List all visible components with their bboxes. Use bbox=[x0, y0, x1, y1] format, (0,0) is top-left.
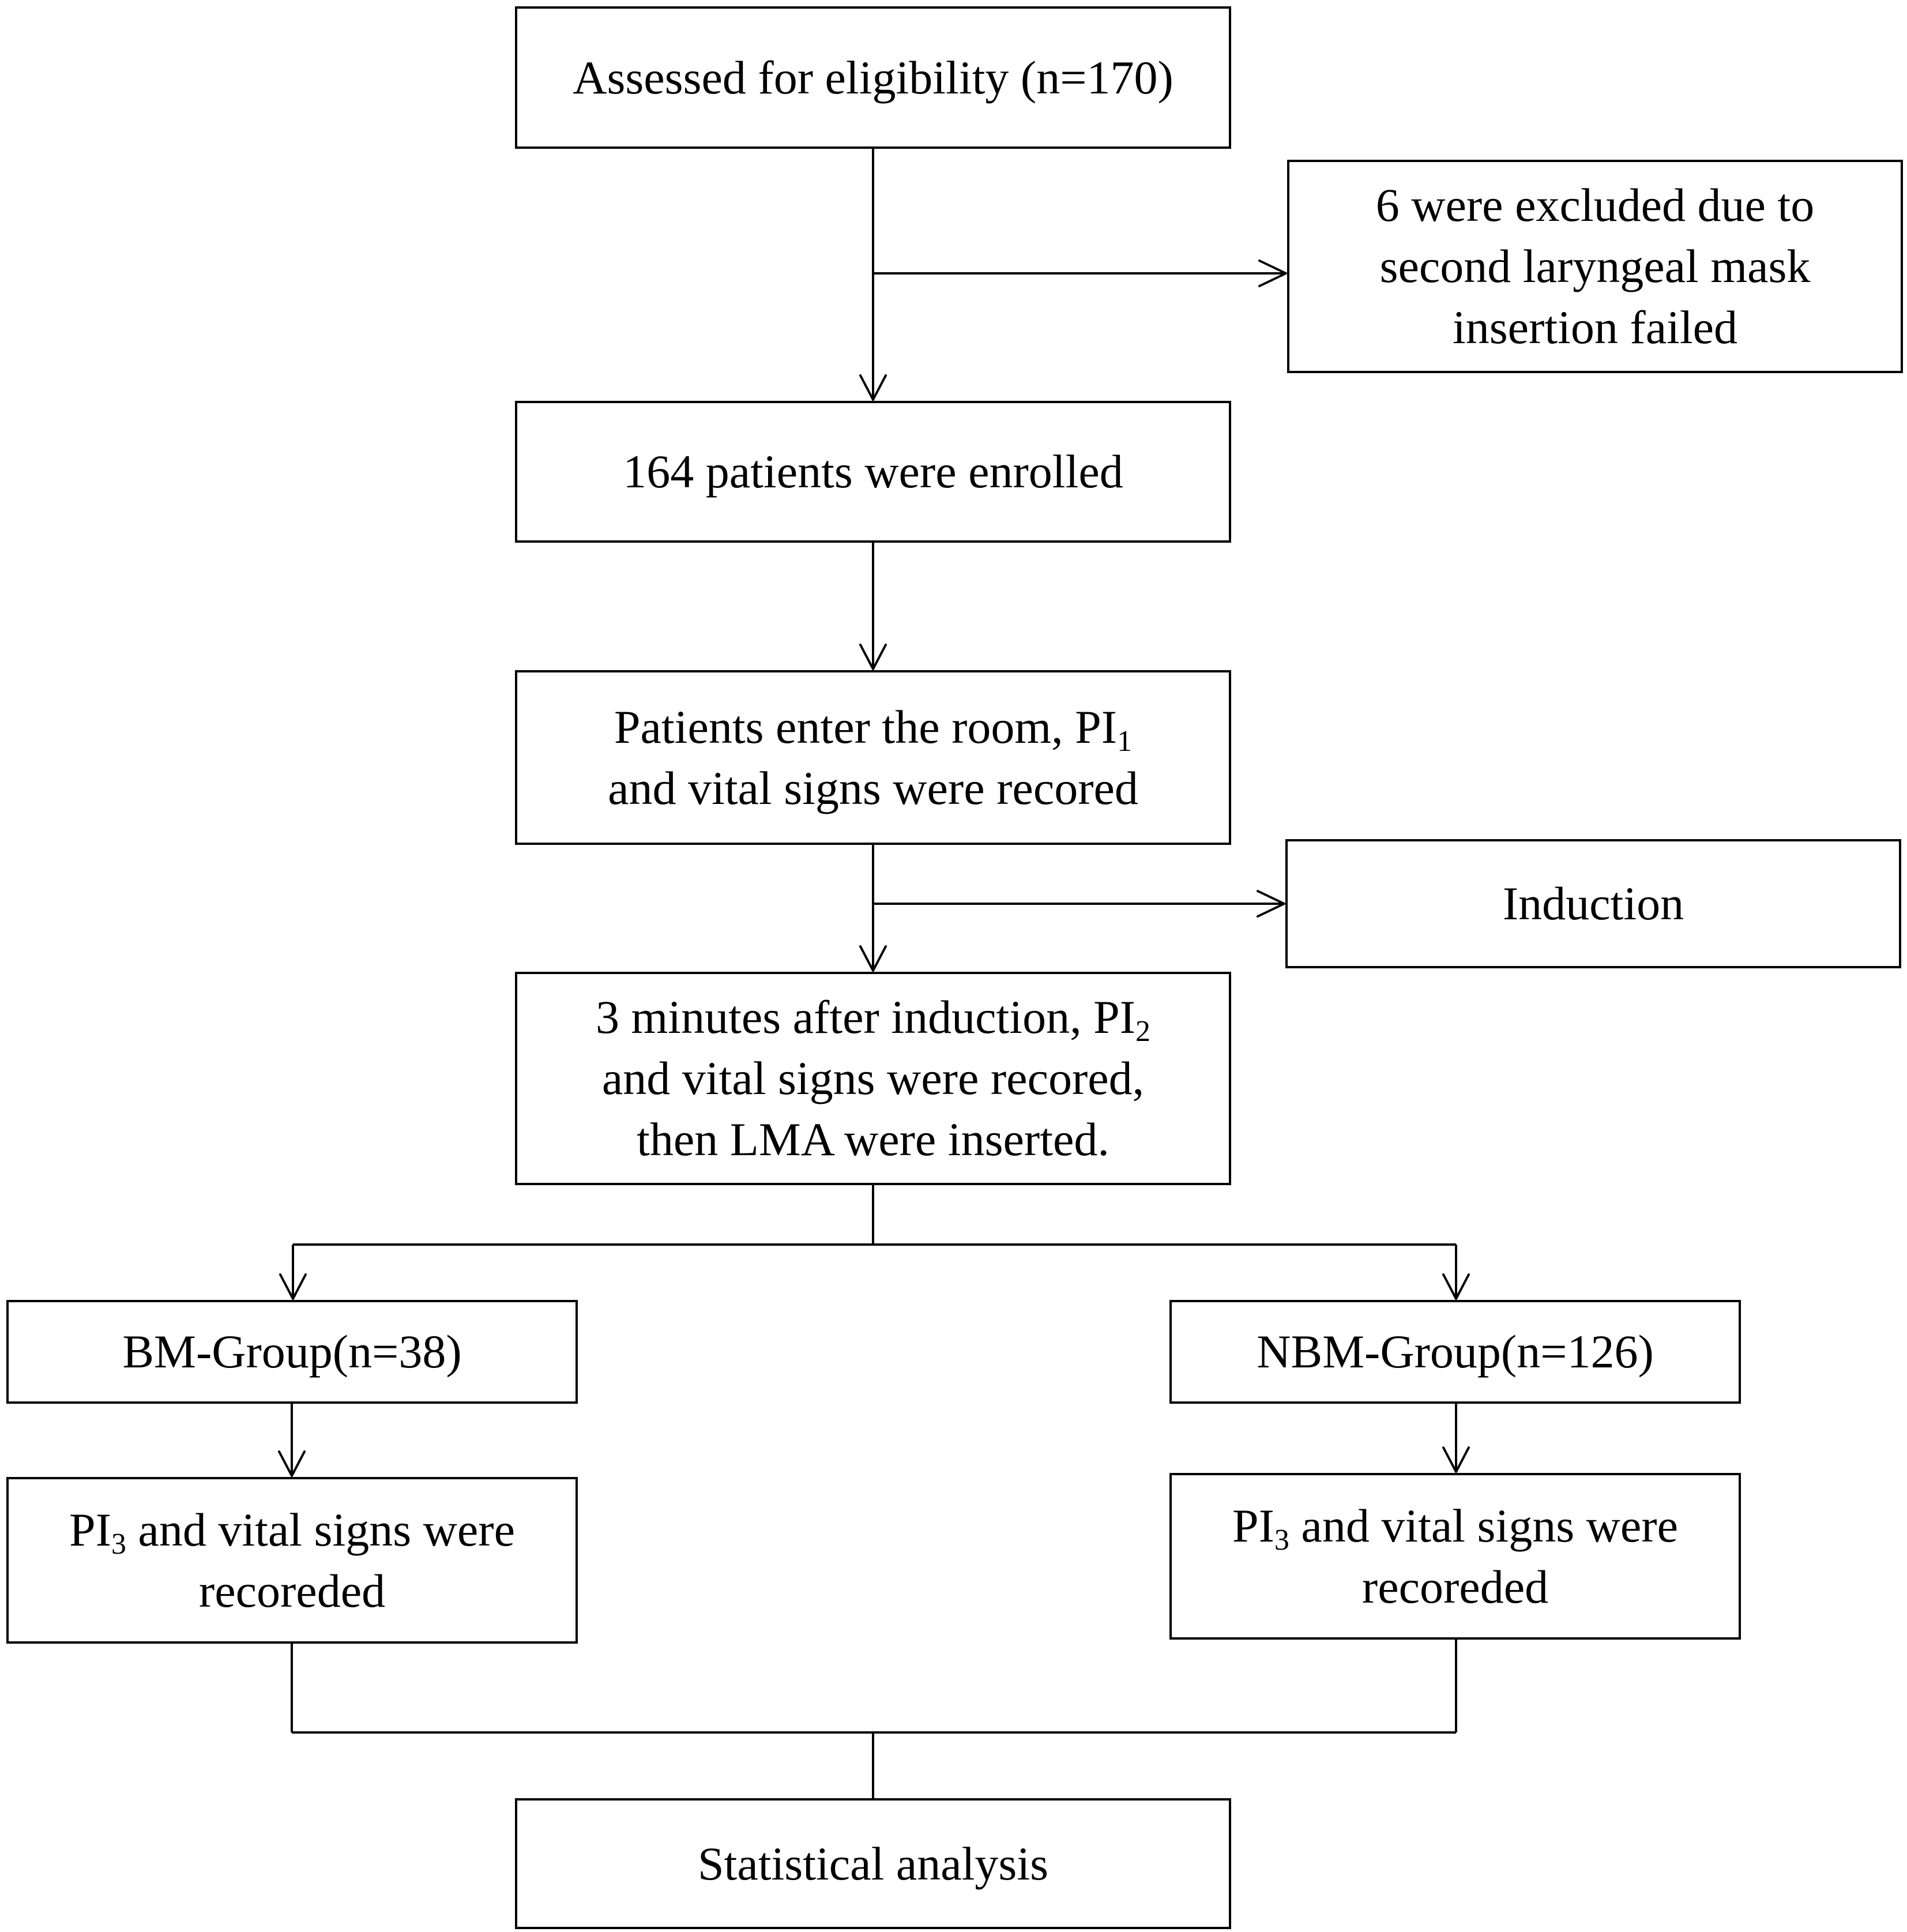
excluded-line-2: second laryngeal mask bbox=[1379, 240, 1811, 292]
after-induction-subscript: 2 bbox=[1135, 1015, 1150, 1048]
nbm-pi3-prefix: PI bbox=[1232, 1499, 1274, 1552]
nbm-pi3-subscript: 3 bbox=[1274, 1523, 1289, 1557]
bm-pi3-line-1: and vital signs were bbox=[126, 1503, 515, 1556]
enrolled-box: 164 patients were enrolled bbox=[515, 401, 1231, 543]
arrowhead-nbm bbox=[1442, 1273, 1470, 1300]
bm-pi3-prefix: PI bbox=[69, 1503, 111, 1556]
arrowhead-enrolled bbox=[859, 374, 887, 401]
arrowhead-excluded bbox=[1258, 260, 1287, 287]
excluded-line-1: 6 were excluded due to bbox=[1375, 179, 1815, 231]
bm-pi3-subscript: 3 bbox=[111, 1527, 126, 1561]
enter-room-subscript: 1 bbox=[1117, 724, 1133, 758]
statistical-analysis-text: Statistical analysis bbox=[697, 1837, 1049, 1890]
excluded-box: 6 were excluded due to second laryngeal … bbox=[1287, 160, 1903, 373]
assessed-text: Assessed for eligibility (n=170) bbox=[573, 51, 1173, 104]
nbm-group-box: NBM-Group(n=126) bbox=[1169, 1300, 1741, 1404]
nbm-pi3-line-2: recoreded bbox=[1361, 1560, 1549, 1613]
enrolled-text: 164 patients were enrolled bbox=[623, 445, 1123, 498]
nbm-group-text: NBM-Group(n=126) bbox=[1257, 1325, 1654, 1378]
after-induction-box: 3 minutes after induction, PI2 and vital… bbox=[515, 972, 1231, 1185]
after-induction-line-2: and vital signs were recored, bbox=[601, 1052, 1145, 1104]
induction-box: Induction bbox=[1285, 839, 1901, 968]
excluded-line-3: insertion failed bbox=[1452, 301, 1738, 354]
arrowhead-nbm-pi3 bbox=[1442, 1446, 1470, 1473]
enter-room-line-2: and vital signs were recored bbox=[608, 761, 1138, 814]
arrowhead-after bbox=[859, 945, 887, 972]
bm-pi3-box: PI3 and vital signs were recoreded bbox=[6, 1477, 578, 1644]
assessed-box: Assessed for eligibility (n=170) bbox=[515, 6, 1231, 149]
induction-text: Induction bbox=[1502, 877, 1684, 930]
arrowhead-bm-pi3 bbox=[278, 1450, 306, 1477]
bm-group-text: BM-Group(n=38) bbox=[122, 1325, 462, 1378]
enter-room-box: Patients enter the room, PI1 and vital s… bbox=[515, 670, 1231, 845]
after-induction-line-1: 3 minutes after induction, PI bbox=[596, 991, 1135, 1043]
enter-room-line-1: Patients enter the room, PI bbox=[614, 700, 1118, 753]
arrowhead-enter bbox=[859, 644, 887, 670]
arrowhead-induction bbox=[1257, 890, 1285, 918]
nbm-pi3-box: PI3 and vital signs were recoreded bbox=[1169, 1473, 1741, 1640]
bm-pi3-line-2: recoreded bbox=[198, 1564, 386, 1617]
arrowhead-bm bbox=[279, 1273, 307, 1300]
nbm-pi3-line-1: and vital signs were bbox=[1289, 1499, 1678, 1552]
after-induction-line-3: then LMA were inserted. bbox=[637, 1113, 1109, 1166]
statistical-analysis-box: Statistical analysis bbox=[515, 1798, 1231, 1929]
bm-group-box: BM-Group(n=38) bbox=[6, 1300, 578, 1404]
